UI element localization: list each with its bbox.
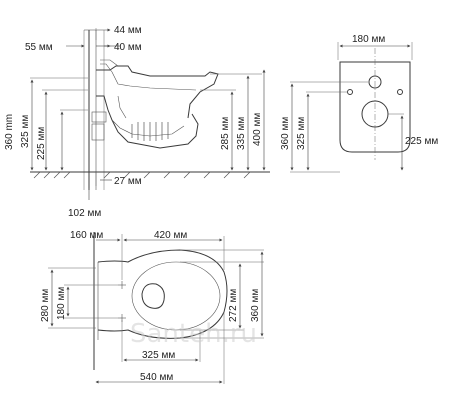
dim-rear-225: 225 мм <box>405 136 438 147</box>
dim-side-44: 44 мм <box>114 25 142 36</box>
dim-side-40: 40 мм <box>114 42 142 53</box>
dim-top-420: 420 мм <box>154 230 187 241</box>
dim-rear-360: 360 мм <box>280 117 291 150</box>
dim-top-180: 180 мм <box>56 287 67 320</box>
dim-side-325: 325 мм <box>20 115 31 148</box>
watermark: Santeh.ru <box>130 319 257 349</box>
dim-top-160: 160 мм <box>70 230 103 241</box>
dim-top-272: 272 мм <box>228 289 239 322</box>
dim-top-360: 360 мм <box>250 289 261 322</box>
top-inner-bowl <box>131 261 221 331</box>
side-view: 44 мм 55 мм 40 мм 360 mm 325 мм 225 мм 2… <box>4 25 270 219</box>
dim-top-280: 280 мм <box>40 289 51 322</box>
rear-mount-hole-right <box>397 89 403 95</box>
dim-side-400: 400 мм <box>252 113 263 146</box>
dim-rear-325: 325 мм <box>296 117 307 150</box>
top-view: 160 мм 420 мм 280 мм 180 мм 272 мм 360 м… <box>40 230 264 384</box>
rear-mount-hole-left <box>347 89 353 95</box>
dim-side-102: 102 мм <box>68 208 101 219</box>
floor-hatching <box>33 171 251 179</box>
top-drain-opening <box>141 283 165 309</box>
dim-side-285: 285 мм <box>220 117 231 150</box>
dim-side-335: 335 мм <box>236 117 247 150</box>
rear-outline <box>339 61 411 153</box>
dim-side-225: 225 мм <box>36 127 47 160</box>
rear-view: 180 мм 360 мм 325 мм 225 мм <box>280 34 438 173</box>
dim-side-360: 360 mm <box>4 114 15 150</box>
water-hatch <box>131 122 169 141</box>
top-mount-point-upper <box>118 281 126 289</box>
dim-rear-180: 180 мм <box>352 34 385 45</box>
toilet-side-profile <box>91 59 219 149</box>
dim-top-325: 325 мм <box>142 350 175 361</box>
dim-top-540: 540 мм <box>140 372 173 383</box>
top-bowl-outline <box>97 249 228 339</box>
dim-side-27: 27 мм <box>114 176 142 187</box>
dim-side-55: 55 мм <box>25 42 53 53</box>
